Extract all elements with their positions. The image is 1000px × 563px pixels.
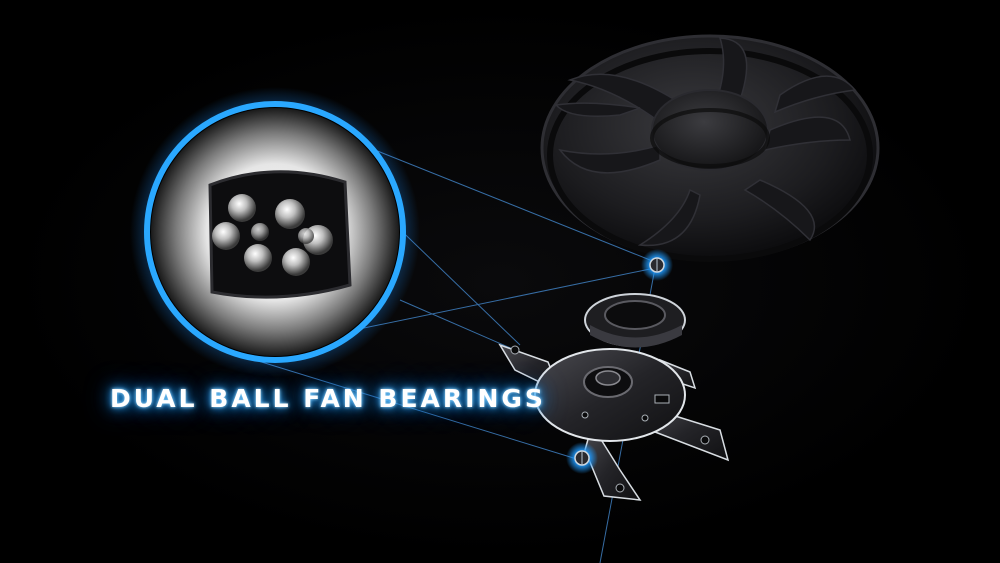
bearing-closeup xyxy=(130,87,420,377)
ball-bearing-closeup-icon xyxy=(212,194,333,276)
shaft-collar xyxy=(584,293,686,348)
headline-dual-ball-fan-bearings: DUAL BALL FAN BEARINGS xyxy=(110,384,546,413)
fan-bracket-icon xyxy=(498,343,730,501)
fan-icon xyxy=(540,34,880,262)
upper-bearing-icon xyxy=(641,249,673,281)
lower-bearing-icon xyxy=(566,442,598,474)
